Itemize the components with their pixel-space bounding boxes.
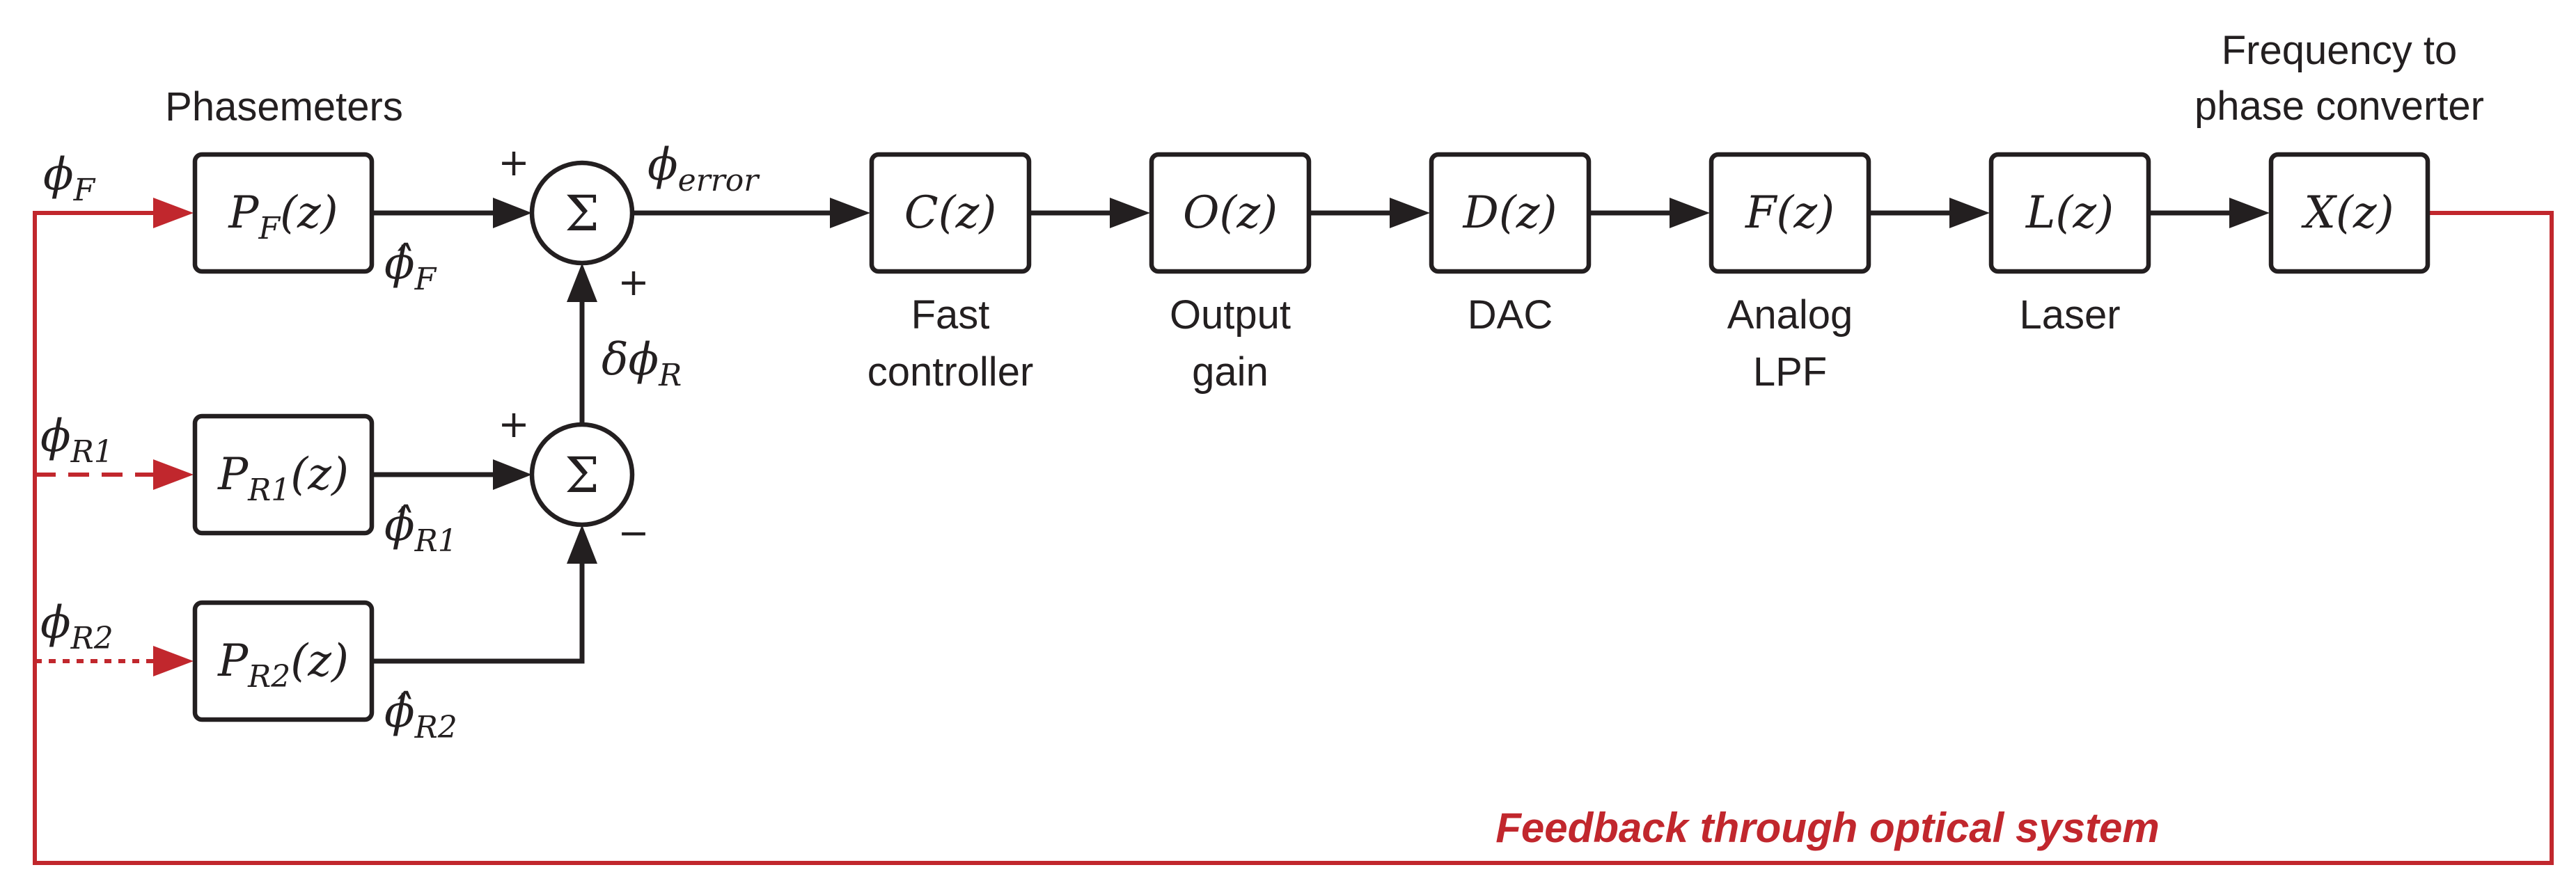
block-f-label: F(z): [1745, 187, 1835, 239]
block-o: O(z): [1149, 152, 1312, 274]
c-to-o-arrowhead: [1110, 198, 1150, 228]
block-l-label: L(z): [2025, 187, 2114, 239]
block-f: F(z): [1709, 152, 1871, 274]
summer-bottom-minus: −: [618, 511, 649, 555]
summer-bottom-plus-left: +: [498, 402, 529, 446]
block-pr2: PR2(z): [192, 600, 375, 722]
caption-output-gain-line2: gain: [1192, 349, 1269, 395]
caption-output-gain-line1: Output: [1170, 292, 1291, 338]
block-x-label: X(z): [2300, 187, 2394, 239]
caption-dac: DAC: [1468, 292, 1553, 338]
block-x: X(z): [2268, 152, 2430, 274]
summer-top-plus-bottom: +: [618, 260, 649, 304]
captions: Phasemeters Fast controller Output gain …: [165, 28, 2484, 395]
block-o-box: [1149, 152, 1312, 274]
summer-top-plus-left: +: [498, 141, 529, 184]
signal-delta-phi-r: δϕR: [602, 334, 682, 393]
summer-bottom-circle: [529, 422, 635, 528]
block-pr2-label: PR2(z): [217, 635, 349, 695]
block-d-box: [1429, 152, 1592, 274]
signal-phi-error: ϕerror: [647, 139, 760, 198]
signal-phihat-r2: ϕ̂R2: [384, 686, 457, 745]
block-pf: PF(z): [192, 152, 375, 274]
summer-top: Σ + +: [498, 141, 649, 304]
sum1-to-c-arrowhead: [830, 198, 870, 228]
summer-top-circle: [529, 160, 635, 266]
block-d-label: D(z): [1463, 187, 1557, 239]
caption-freq-converter-line1: Frequency to: [2222, 28, 2458, 73]
caption-fast-controller-line1: Fast: [911, 292, 990, 338]
block-pf-label: PF(z): [228, 187, 338, 246]
block-f-box: [1709, 152, 1871, 274]
d-to-f-arrowhead: [1670, 198, 1710, 228]
caption-phasemeters: Phasemeters: [165, 84, 403, 129]
block-d: D(z): [1429, 152, 1592, 274]
caption-analog-lpf-line2: LPF: [1753, 349, 1827, 395]
caption-analog-lpf-line1: Analog: [1727, 292, 1853, 338]
pr2-to-sum2-arrowhead: [567, 525, 597, 564]
o-to-d-arrowhead: [1390, 198, 1430, 228]
block-pr1-label: PR1(z): [217, 449, 349, 508]
block-c-box: [869, 152, 1032, 274]
feedback-arrowhead: [153, 198, 194, 228]
pr1-to-sum2-arrowhead: [493, 459, 532, 490]
block-pr2-box: [192, 600, 375, 722]
feedback-label: Feedback through optical system: [1495, 804, 2160, 851]
signal-phihat-r1: ϕ̂R1: [384, 500, 457, 559]
pr2-to-sum2-line: [372, 564, 585, 664]
sum2-to-sum1-arrowhead: [567, 263, 597, 302]
signal-phi-r1: ϕR1: [40, 411, 113, 470]
block-c-label: C(z): [904, 187, 997, 239]
f-to-l-arrowhead: [1949, 198, 1990, 228]
signal-phihat-f: ϕ̂F: [384, 238, 437, 297]
block-pr1-box: [192, 413, 375, 536]
block-x-box: [2268, 152, 2430, 274]
signal-phi-f: ϕF: [43, 149, 96, 208]
caption-laser: Laser: [2019, 292, 2120, 338]
caption-freq-converter-line2: phase converter: [2194, 84, 2484, 129]
signal-phi-r2: ϕR2: [40, 597, 113, 656]
block-l: L(z): [1988, 152, 2151, 274]
input-r1-arrowhead: [153, 459, 194, 490]
signal-wires: [372, 198, 2270, 664]
summer-bottom-symbol: Σ: [565, 447, 599, 504]
block-o-label: O(z): [1183, 187, 1278, 239]
block-pr1: PR1(z): [192, 413, 375, 536]
summer-top-symbol: Σ: [565, 185, 599, 242]
feedback-path: [33, 198, 2554, 865]
signal-labels: ϕF ϕR1 ϕR2 ϕ̂F ϕ̂R1 ϕ̂R2 ϕerror δϕR: [40, 139, 760, 745]
block-c: C(z): [869, 152, 1032, 274]
block-pf-box: [192, 152, 375, 274]
summer-bottom: Σ + −: [498, 402, 649, 555]
caption-fast-controller-line2: controller: [867, 349, 1034, 395]
l-to-x-arrowhead: [2229, 198, 2270, 228]
input-r2-arrowhead: [153, 646, 194, 676]
feedback-line: [33, 211, 2554, 865]
pf-to-sum1-arrowhead: [493, 198, 532, 228]
block-l-box: [1988, 152, 2151, 274]
